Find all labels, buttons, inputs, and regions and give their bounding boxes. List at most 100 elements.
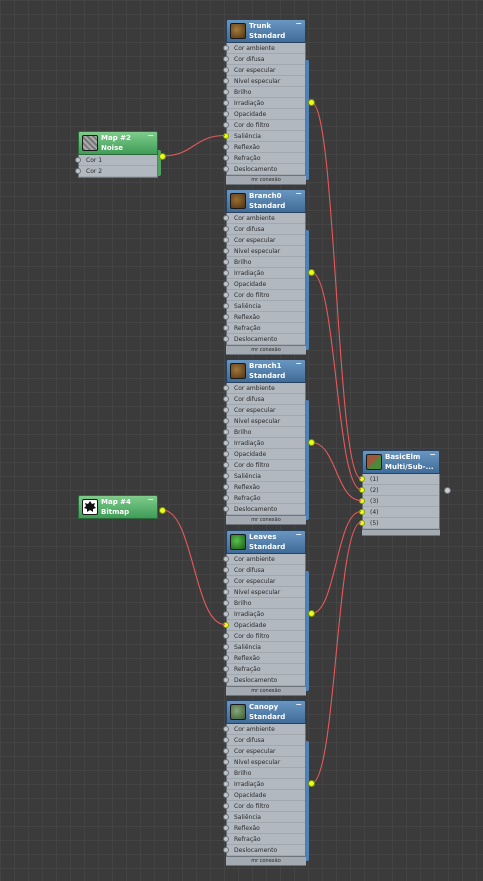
input-socket[interactable] bbox=[223, 567, 229, 573]
input-slot[interactable]: Cor ambiente bbox=[223, 213, 305, 224]
input-slot[interactable]: Irradiação bbox=[223, 609, 305, 620]
input-slot[interactable]: Deslocamento bbox=[223, 675, 305, 686]
input-socket[interactable] bbox=[223, 484, 229, 490]
input-slot[interactable]: Brilho bbox=[223, 598, 305, 609]
input-slot[interactable]: Cor ambiente bbox=[223, 554, 305, 565]
input-slot[interactable]: Cor especular bbox=[223, 65, 305, 76]
input-slot[interactable]: (3) bbox=[359, 496, 439, 507]
input-slot[interactable]: Opacidade bbox=[223, 279, 305, 290]
input-socket[interactable] bbox=[223, 248, 229, 254]
mr-connection-footer[interactable]: mr conexão bbox=[226, 516, 306, 525]
input-slot[interactable]: Reflexão bbox=[223, 823, 305, 834]
input-socket[interactable] bbox=[223, 589, 229, 595]
input-slot[interactable]: Cor difusa bbox=[223, 394, 305, 405]
input-socket[interactable] bbox=[223, 429, 229, 435]
output-socket[interactable] bbox=[308, 439, 315, 446]
input-socket[interactable] bbox=[223, 89, 229, 95]
input-socket[interactable] bbox=[223, 325, 229, 331]
input-slot[interactable]: Irradiação bbox=[223, 438, 305, 449]
input-slot[interactable]: Cor ambiente bbox=[223, 724, 305, 735]
input-socket[interactable] bbox=[223, 578, 229, 584]
input-slot[interactable]: Brilho bbox=[223, 87, 305, 98]
input-socket[interactable] bbox=[223, 45, 229, 51]
input-slot[interactable]: Saliência bbox=[223, 301, 305, 312]
input-slot[interactable]: Refração bbox=[223, 834, 305, 845]
input-slot[interactable]: Opacidade bbox=[223, 449, 305, 460]
input-socket[interactable] bbox=[223, 155, 229, 161]
input-socket[interactable] bbox=[75, 157, 81, 163]
input-socket[interactable] bbox=[223, 633, 229, 639]
input-socket[interactable] bbox=[223, 314, 229, 320]
input-socket[interactable] bbox=[223, 792, 229, 798]
input-socket[interactable] bbox=[223, 303, 229, 309]
input-slot[interactable]: Cor difusa bbox=[223, 735, 305, 746]
input-socket[interactable] bbox=[223, 759, 229, 765]
input-socket[interactable] bbox=[223, 78, 229, 84]
input-slot[interactable]: Cor difusa bbox=[223, 565, 305, 576]
mr-connection-footer[interactable]: mr conexão bbox=[226, 687, 306, 696]
input-socket[interactable] bbox=[223, 495, 229, 501]
input-socket[interactable] bbox=[223, 144, 229, 150]
minimize-button[interactable]: − bbox=[429, 450, 436, 459]
input-slot[interactable]: Saliência bbox=[223, 471, 305, 482]
input-socket[interactable] bbox=[223, 737, 229, 743]
output-socket[interactable] bbox=[308, 780, 315, 787]
output-socket[interactable] bbox=[159, 152, 166, 160]
input-socket[interactable] bbox=[223, 825, 229, 831]
input-slot[interactable]: Reflexão bbox=[223, 482, 305, 493]
input-socket[interactable] bbox=[223, 336, 229, 342]
input-slot[interactable]: Cor do filtro bbox=[223, 631, 305, 642]
input-slot[interactable]: Nível especular bbox=[223, 416, 305, 427]
input-slot[interactable]: Cor ambiente bbox=[223, 383, 305, 394]
input-slot[interactable]: Saliência bbox=[223, 131, 305, 142]
input-slot[interactable]: Refração bbox=[223, 493, 305, 504]
input-socket[interactable] bbox=[223, 748, 229, 754]
input-socket[interactable] bbox=[223, 226, 229, 232]
input-socket[interactable] bbox=[359, 476, 365, 482]
input-slot[interactable]: Opacidade bbox=[223, 109, 305, 120]
input-socket[interactable] bbox=[223, 259, 229, 265]
input-socket[interactable] bbox=[223, 666, 229, 672]
minimize-button[interactable]: − bbox=[295, 19, 302, 28]
mr-connection-footer[interactable]: mr conexão bbox=[226, 346, 306, 355]
input-slot[interactable]: Reflexão bbox=[223, 312, 305, 323]
input-socket[interactable] bbox=[223, 836, 229, 842]
input-socket[interactable] bbox=[359, 487, 365, 493]
input-slot[interactable]: Brilho bbox=[223, 257, 305, 268]
input-slot[interactable]: Saliência bbox=[223, 812, 305, 823]
input-socket[interactable] bbox=[223, 611, 229, 617]
input-socket[interactable] bbox=[223, 281, 229, 287]
input-socket[interactable] bbox=[223, 770, 229, 776]
input-slot[interactable]: Reflexão bbox=[223, 653, 305, 664]
input-socket[interactable] bbox=[223, 396, 229, 402]
input-slot[interactable]: Refração bbox=[223, 323, 305, 334]
input-slot[interactable]: Nível especular bbox=[223, 76, 305, 87]
wire-canopy-to-multi[interactable] bbox=[311, 521, 362, 785]
input-socket[interactable] bbox=[223, 166, 229, 172]
input-slot[interactable]: Opacidade bbox=[223, 620, 305, 631]
input-socket[interactable] bbox=[223, 407, 229, 413]
input-socket[interactable] bbox=[359, 498, 365, 504]
wire-leaves-to-multi[interactable] bbox=[311, 510, 362, 615]
input-socket[interactable] bbox=[223, 385, 229, 391]
input-slot[interactable]: Refração bbox=[223, 153, 305, 164]
input-slot[interactable]: Opacidade bbox=[223, 790, 305, 801]
mr-connection-footer[interactable]: mr conexão bbox=[226, 857, 306, 866]
input-socket[interactable] bbox=[223, 418, 229, 424]
input-socket[interactable] bbox=[223, 292, 229, 298]
input-socket[interactable] bbox=[223, 726, 229, 732]
input-socket[interactable] bbox=[223, 56, 229, 62]
input-slot[interactable]: (4) bbox=[359, 507, 439, 518]
wire-noise-to-trunk[interactable] bbox=[162, 134, 226, 157]
